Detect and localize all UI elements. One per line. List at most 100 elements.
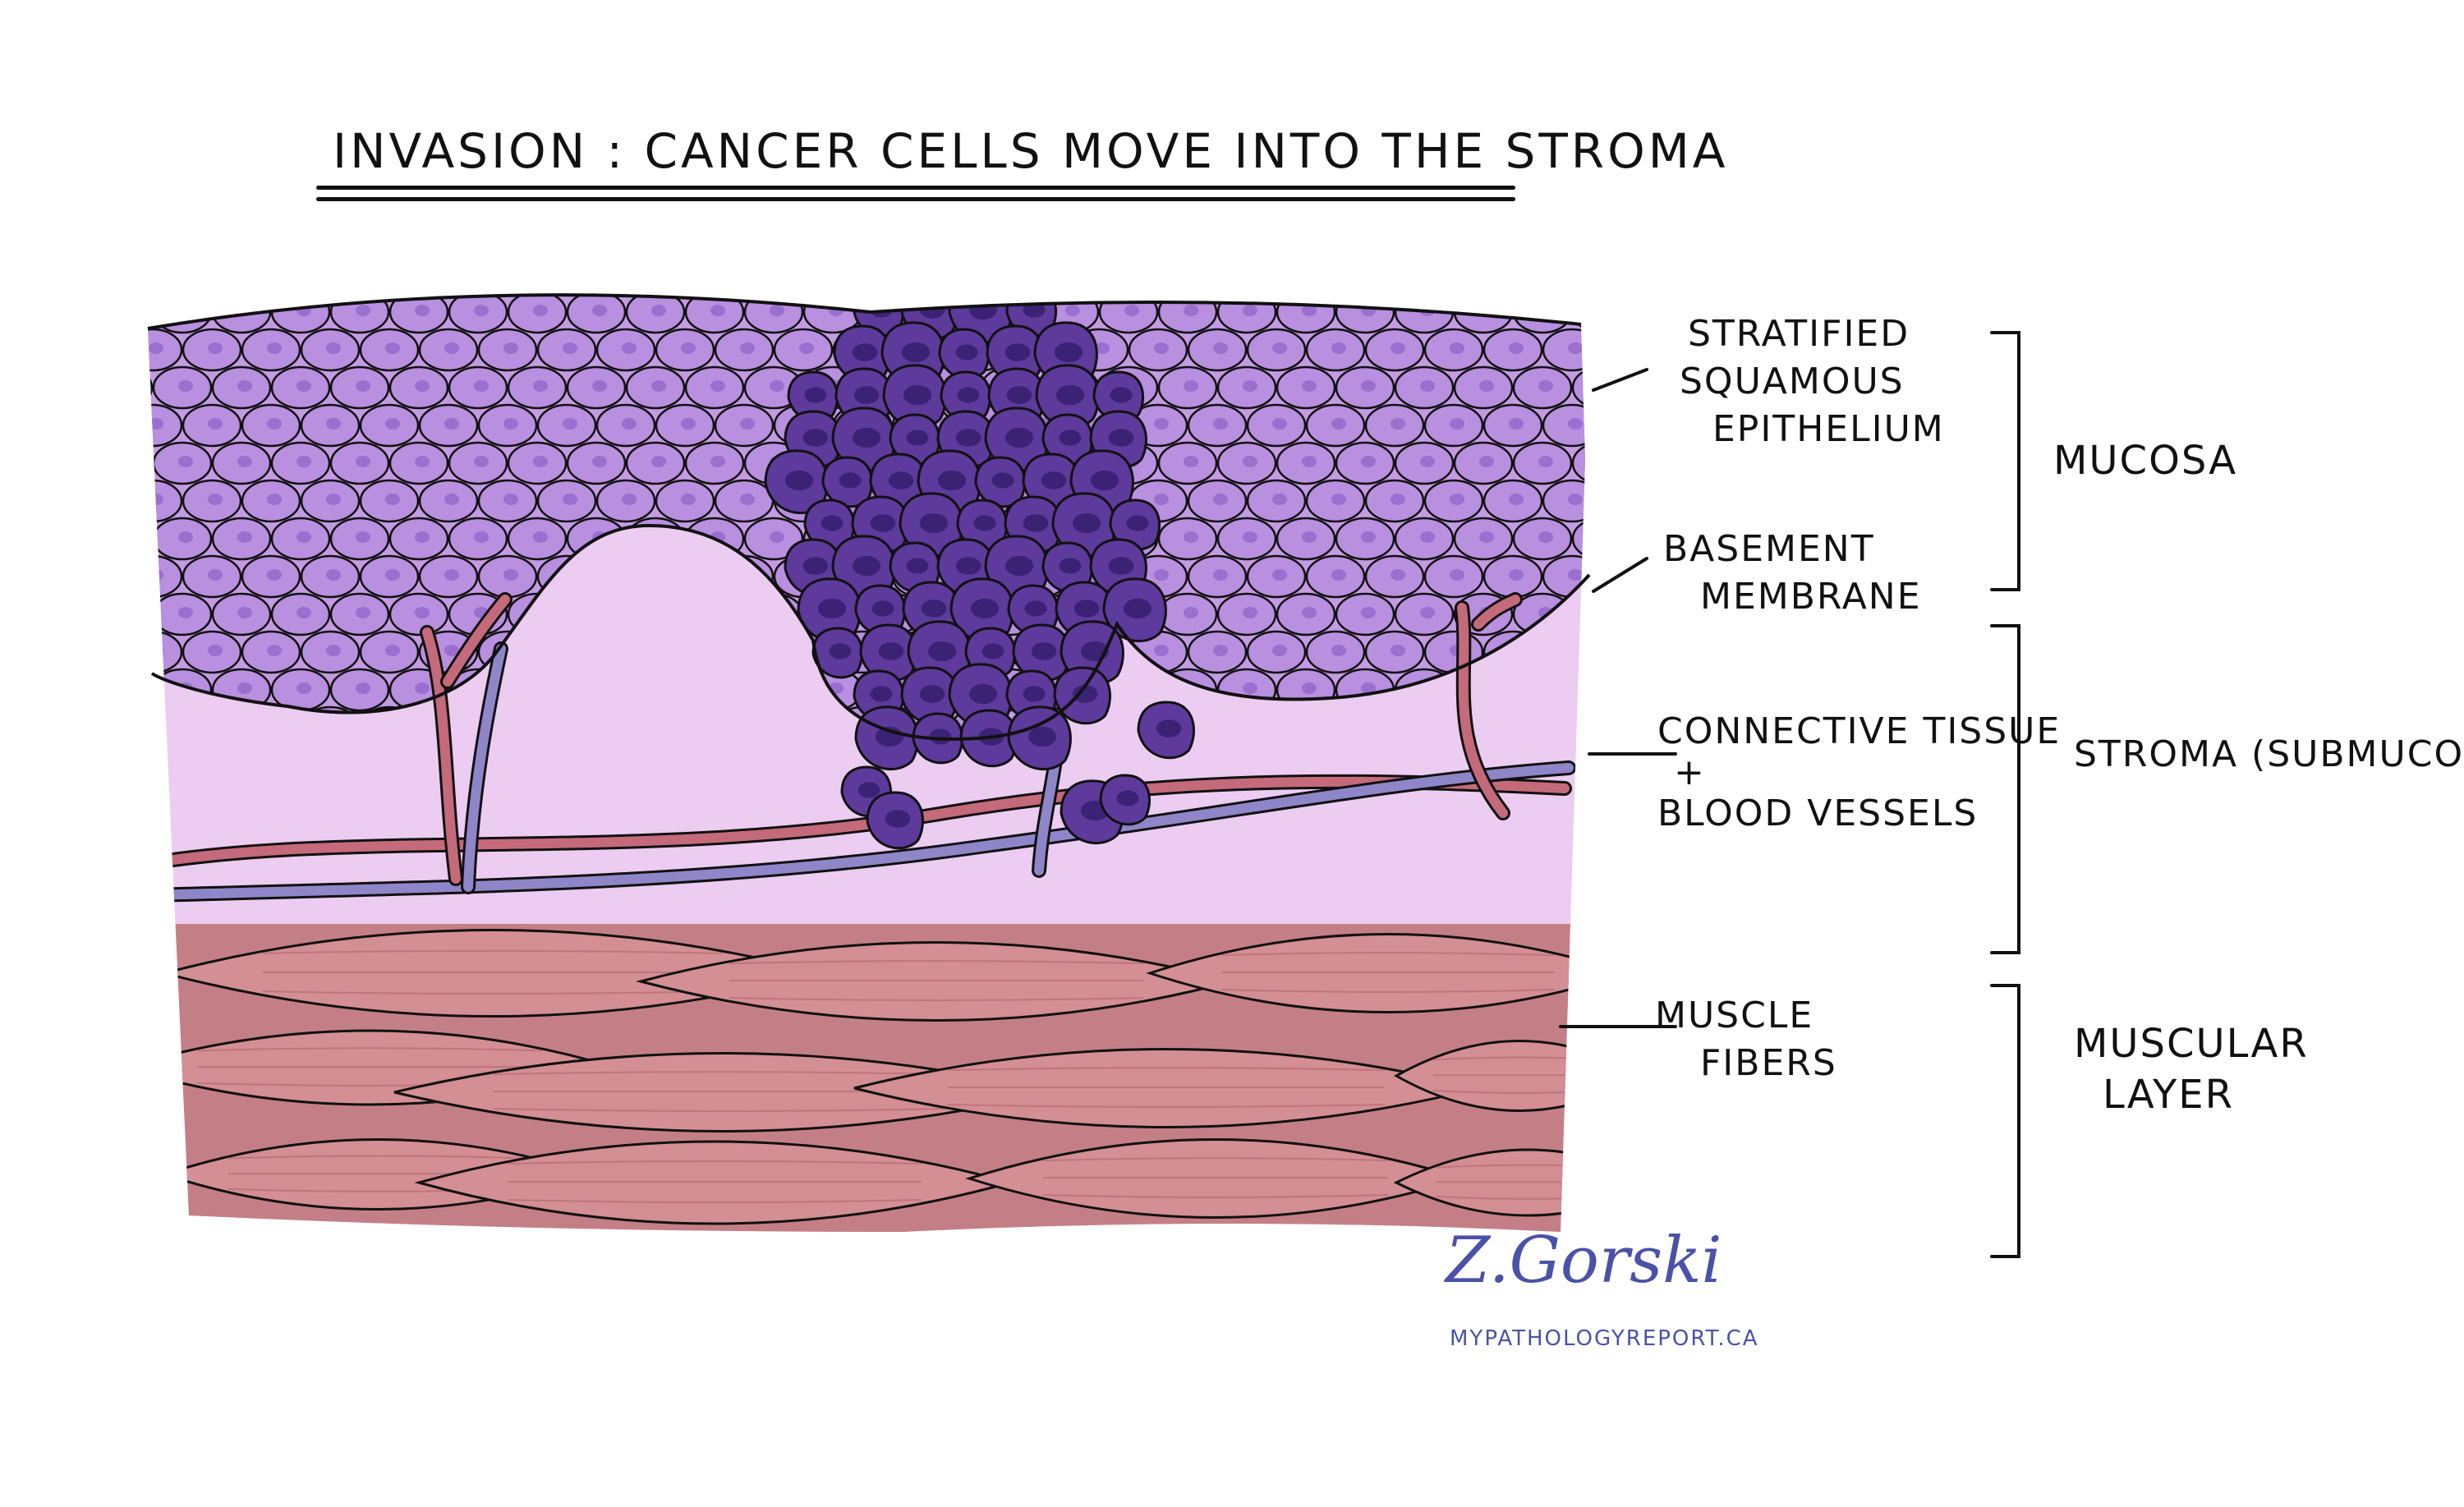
cell-nucleus	[297, 456, 311, 467]
cell-nucleus	[178, 380, 193, 392]
region-mucosa: Mucosa	[2053, 435, 2237, 486]
cell-nucleus	[1597, 607, 1612, 618]
cell-nucleus	[385, 342, 400, 354]
epithelial-cell	[148, 517, 154, 561]
label-line: Epithelium	[1712, 408, 1945, 450]
cell-nucleus	[119, 305, 134, 316]
region-line: Muscular	[2074, 1021, 2309, 1067]
cell-nucleus	[1272, 418, 1287, 430]
muscle-striation	[1042, 1157, 1389, 1162]
cell-nucleus	[237, 380, 252, 392]
cell-nucleus	[356, 456, 370, 467]
cell-nucleus	[1450, 569, 1464, 581]
artist-signature: Z.Gorski	[1446, 1224, 1722, 1298]
cell-nucleus	[415, 682, 430, 694]
cell-nucleus	[770, 305, 784, 316]
cancer-cell-nucleus	[968, 683, 998, 705]
cell-nucleus	[119, 456, 134, 467]
cell-nucleus	[237, 682, 252, 694]
cancer-cell-nucleus	[1006, 386, 1032, 404]
cancer-cell-nucleus	[1027, 726, 1057, 747]
cell-nucleus	[1302, 607, 1317, 618]
cell-nucleus	[1184, 531, 1198, 543]
cell-nucleus	[1597, 682, 1612, 694]
cancer-cell-nucleus	[901, 342, 931, 363]
cell-nucleus	[1302, 305, 1317, 316]
label-basement-membrane: Basement Membrane	[1663, 526, 1922, 621]
cancer-cell-nucleus	[1059, 430, 1082, 446]
cell-nucleus	[237, 531, 252, 543]
cancer-cell-nucleus	[991, 472, 1014, 489]
cell-nucleus	[1154, 645, 1169, 656]
cell-nucleus	[1538, 305, 1553, 316]
cell-nucleus	[1420, 607, 1435, 618]
cell-nucleus	[1597, 531, 1612, 543]
cell-nucleus	[740, 494, 755, 505]
cancer-cell-nucleus	[1054, 342, 1083, 363]
cancer-cell-nucleus	[1059, 558, 1082, 574]
cancer-cell-nucleus	[1126, 515, 1149, 531]
cell-nucleus	[326, 342, 341, 354]
cancer-cell-nucleus	[870, 514, 896, 532]
diagram-title: Invasion : Cancer cells move into the st…	[333, 123, 1729, 179]
cancer-cell-nucleus	[852, 555, 881, 577]
label-line: Blood vessels	[1657, 793, 1979, 834]
cell-nucleus	[237, 607, 252, 618]
muscle-striation	[947, 1103, 1386, 1108]
region-line: Layer	[2103, 1072, 2234, 1118]
cell-nucleus	[415, 305, 430, 316]
cell-nucleus	[1243, 531, 1257, 543]
cell-nucleus	[1065, 305, 1080, 316]
region-line: Stroma (submucosa)	[2074, 733, 2464, 775]
muscle-fibers	[148, 924, 1585, 1233]
cell-nucleus	[1391, 569, 1405, 581]
cancer-cell-nucleus	[885, 810, 911, 828]
muscle-striation	[947, 1067, 1386, 1072]
cell-nucleus	[1213, 418, 1228, 430]
cell-nucleus	[1154, 342, 1169, 354]
leader-basement-membrane	[1592, 557, 1648, 593]
muscle-striation	[729, 960, 1144, 965]
cancer-cell-nucleus	[903, 384, 932, 406]
cell-nucleus	[208, 418, 223, 430]
website-credit: mypathologyreport.ca	[1450, 1326, 1759, 1351]
cancer-cell-nucleus	[1123, 598, 1152, 619]
cancer-cell-nucleus	[955, 429, 981, 447]
cell-nucleus	[208, 494, 223, 505]
title-underline	[316, 186, 1515, 190]
label-line: +	[1674, 751, 1706, 793]
cell-nucleus	[681, 418, 696, 430]
cell-nucleus	[267, 342, 282, 354]
cancer-cell-nucleus	[853, 386, 880, 404]
cell-nucleus	[119, 607, 134, 618]
cell-nucleus	[1538, 456, 1553, 467]
cancer-cell-nucleus	[852, 427, 881, 448]
cancer-cell-nucleus	[921, 600, 947, 618]
epithelial-cell	[1571, 592, 1585, 636]
bracket-muscular	[1990, 984, 2020, 1258]
artery-vessel	[1473, 595, 1520, 629]
muscle-striation	[1221, 988, 1556, 993]
bracket-mucosa	[1990, 331, 2020, 591]
cell-nucleus	[651, 456, 666, 467]
cell-nucleus	[592, 456, 607, 467]
cell-nucleus	[385, 418, 400, 430]
cell-nucleus	[474, 380, 489, 392]
cell-nucleus	[1568, 494, 1583, 505]
cancer-cell-nucleus	[784, 470, 814, 491]
vein-vessel	[463, 644, 506, 892]
cancer-cell-nucleus	[1090, 470, 1119, 491]
epithelial-cell	[148, 295, 154, 334]
cancer-cell-nucleus	[804, 387, 827, 403]
label-connective-tissue-blood-vessels: Connective tissue + Blood vessels	[1657, 711, 2061, 834]
cell-nucleus	[592, 380, 607, 392]
cancer-cell-nucleus	[981, 643, 1004, 659]
cell-nucleus	[1568, 418, 1583, 430]
epithelial-cell	[148, 630, 183, 674]
cell-nucleus	[770, 531, 784, 543]
cell-nucleus	[1420, 456, 1435, 467]
cancer-cell-nucleus	[1073, 600, 1100, 618]
cancer-cell-nucleus	[1156, 719, 1182, 737]
cell-nucleus	[1243, 305, 1257, 316]
